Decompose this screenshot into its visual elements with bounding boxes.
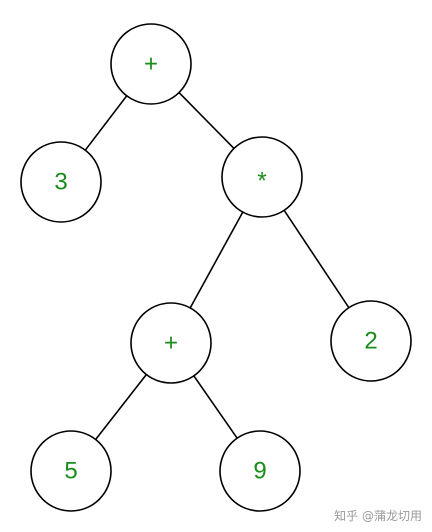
edge-n3-n5 (283, 209, 350, 309)
tree-node-n4: + (130, 302, 212, 384)
watermark-text: 知乎 @蒲龙切用 (334, 509, 422, 523)
node-label: 5 (64, 458, 77, 485)
tree-node-n6: 5 (30, 430, 112, 512)
tree-node-n3: * (221, 136, 303, 218)
tree-node-n5: 2 (330, 300, 412, 382)
edges-layer (84, 91, 350, 440)
edge-n1-n2 (84, 95, 128, 151)
edge-n4-n7 (193, 375, 238, 439)
tree-node-n2: 3 (20, 141, 102, 223)
node-label: 9 (253, 458, 266, 485)
node-label: * (257, 168, 266, 195)
node-circle (221, 136, 303, 218)
node-circle (110, 23, 192, 105)
node-circle (20, 141, 102, 223)
node-label: + (144, 51, 158, 78)
edge-n4-n6 (94, 374, 148, 440)
node-circle (219, 430, 301, 512)
node-label: 2 (364, 328, 377, 355)
edge-n3-n4 (189, 211, 244, 309)
node-circle (330, 300, 412, 382)
nodes-layer: +3 * +2 5 9 (20, 23, 412, 512)
node-label: 3 (54, 169, 67, 196)
node-label: + (164, 330, 178, 357)
node-circle (30, 430, 112, 512)
node-circle (130, 302, 212, 384)
tree-node-n7: 9 (219, 430, 301, 512)
tree-node-n1: + (110, 23, 192, 105)
edge-n1-n3 (178, 91, 235, 150)
